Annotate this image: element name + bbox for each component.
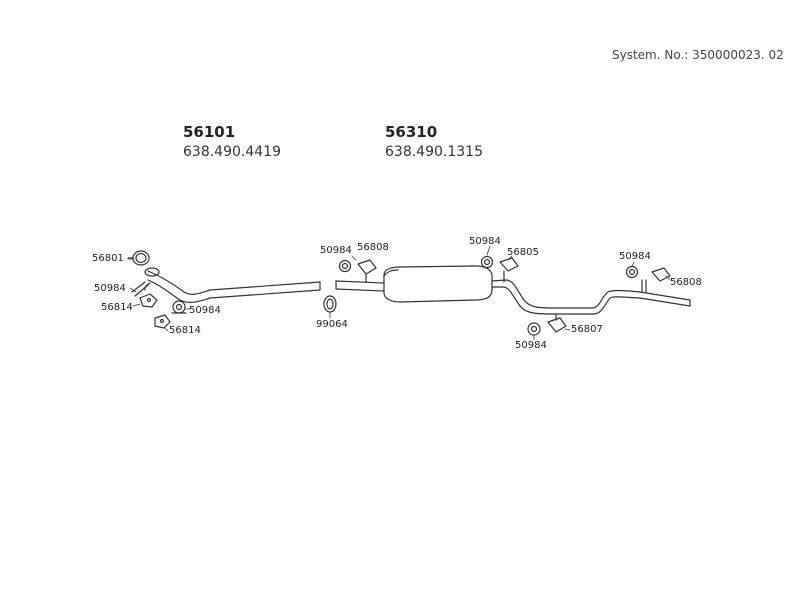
bracket-icon (131, 281, 158, 308)
leader-lines (127, 245, 671, 341)
rubber-mount-icon (625, 265, 639, 279)
callout-rubber-mount: 50984 (515, 340, 547, 351)
callout-rubber-mount: 50984 (619, 251, 651, 262)
silencer-inlet-pipe (335, 280, 385, 292)
callout-hanger: 56807 (571, 324, 603, 335)
system-number: System. No.: 350000023. 02 (612, 48, 784, 62)
rubber-mount-icon (480, 255, 494, 269)
callout-rubber-mount: 50984 (469, 236, 501, 247)
callout-hanger: 56808 (357, 242, 389, 253)
hanger-icon (357, 259, 377, 283)
front-pipe-part-number: 56101 (183, 123, 236, 141)
hanger-icon (641, 267, 671, 293)
middle-silencer-part-number: 56310 (385, 123, 438, 141)
callout-rubber-mount: 50984 (320, 245, 352, 256)
callout-clamp: 99064 (316, 319, 348, 330)
outlet-pipe (491, 279, 691, 315)
rubber-mount-icon (338, 259, 352, 273)
callout-rubber-mount: 50984 (94, 283, 126, 294)
bracket-lower-icon (154, 314, 171, 329)
callout-hanger: 56808 (670, 277, 702, 288)
rubber-mount-icon (527, 322, 541, 336)
hanger-icon (499, 257, 519, 283)
callout-rubber-mount: 50984 (189, 305, 221, 316)
front-pipe (144, 267, 321, 303)
callout-bracket: 56814 (101, 302, 133, 313)
front-pipe-part-code: 638.490.4419 (183, 144, 281, 160)
hanger-icon (547, 313, 567, 333)
callout-hanger: 56805 (507, 247, 539, 258)
clamp-icon (323, 295, 337, 313)
flange-ring-icon (127, 250, 150, 266)
callout-bracket: 56814 (169, 325, 201, 336)
middle-silencer (383, 265, 493, 303)
middle-silencer-part-code: 638.490.1315 (385, 144, 483, 160)
callout-flange-ring: 56801 (92, 253, 124, 264)
rubber-mount-icon (171, 300, 187, 314)
